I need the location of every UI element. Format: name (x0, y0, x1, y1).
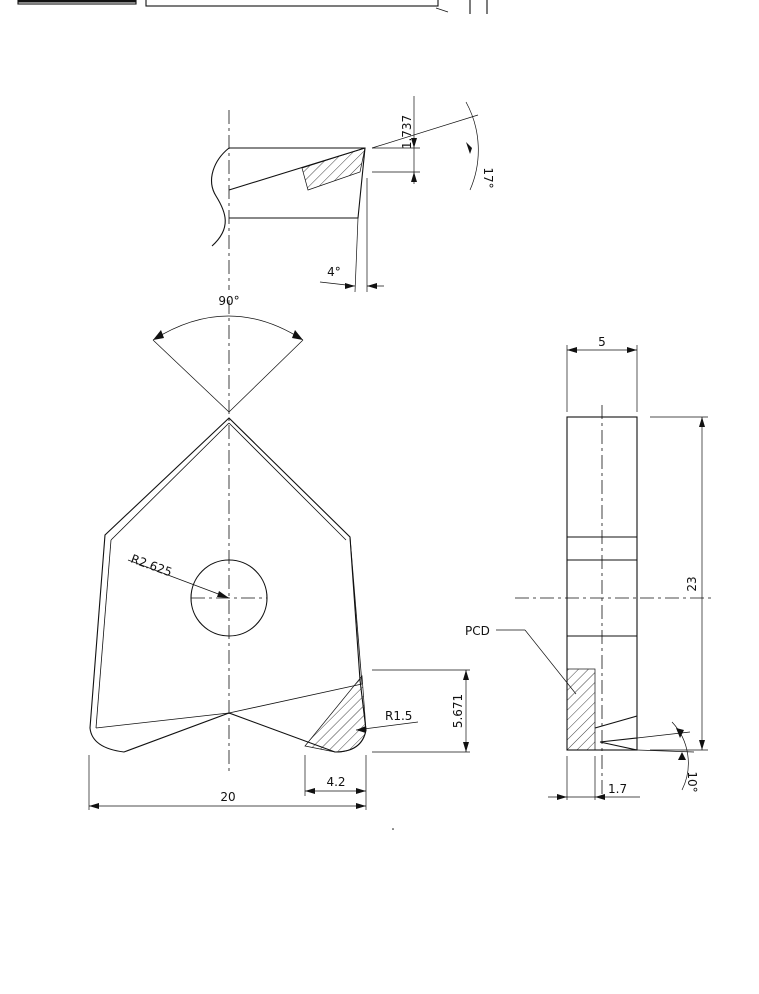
radius-label-corner: R1.5 (385, 709, 412, 723)
dim-arrow (217, 591, 229, 598)
top-view-pcd-hatch (301, 147, 366, 191)
dim-label-side-length: 23 (685, 576, 699, 591)
title-block (17, 0, 488, 14)
dim-arrow (463, 670, 469, 680)
dim-arrow (699, 417, 705, 427)
dim-arrow (356, 788, 366, 794)
dim-label-front-offset: 4.2 (326, 775, 345, 789)
dim-arrow (676, 728, 684, 738)
dim-arrow (411, 172, 417, 182)
chamfer-edge (228, 422, 347, 541)
dim-arrow (153, 330, 164, 340)
side-view-rake-edge (599, 741, 638, 751)
angle-ref-line (354, 217, 359, 293)
dim-arrow (356, 803, 366, 809)
side-view-outline (566, 416, 638, 751)
dim-arrow (305, 788, 315, 794)
cutting-edge (228, 683, 363, 714)
dim-label-side-tip: 1.7 (608, 782, 627, 796)
angle-label-point: 90° (218, 294, 239, 308)
radius-leader (127, 559, 230, 599)
side-view-pcd-hatch (566, 668, 596, 751)
dim-arrow (292, 330, 303, 340)
radius-label-hole: R2.625 (129, 552, 174, 580)
dim-arrow (89, 803, 99, 809)
dim-arrow (466, 142, 472, 154)
cutting-edge (95, 712, 230, 729)
dim-label-front-height: 5.671 (451, 694, 465, 728)
dim-arrow (595, 794, 605, 800)
dim-arrow (699, 740, 705, 750)
label-pcd: PCD (465, 624, 490, 638)
chamfer-edge (95, 539, 112, 729)
angle-arc (152, 315, 304, 341)
chamfer-edge (110, 422, 230, 541)
dim-arrow (678, 752, 686, 760)
top-view: 1.737 17° 4° (211, 96, 495, 293)
angle-ref-line (371, 114, 479, 149)
dim-arrow (463, 742, 469, 752)
title-block-cell (17, 0, 137, 5)
dim-arrow (345, 283, 355, 289)
dim-label-top-thickness: 1.737 (400, 115, 414, 149)
radius-leader (355, 721, 419, 731)
dim-arrow (356, 726, 366, 733)
title-block-mark (435, 7, 449, 13)
dim-arrow (557, 794, 567, 800)
angle-label-rake: 17° (481, 167, 495, 188)
dim-label-side-thickness: 5 (598, 335, 606, 349)
top-view-outline (229, 147, 366, 219)
front-view: 90° R2.625 R1.5 5.671 4.2 (88, 294, 470, 830)
dim-label-front-width: 20 (220, 790, 235, 804)
dim-arrow (367, 283, 377, 289)
side-edge (349, 536, 363, 685)
angle-label-clearance: 4° (327, 265, 341, 279)
angle-arc (465, 101, 479, 191)
top-view-break-line (211, 147, 230, 247)
pcd-leader (524, 629, 577, 695)
angle-ref-line (636, 749, 695, 753)
front-view-outline (89, 417, 367, 753)
side-view: PCD 5 23 1.7 10° (465, 335, 712, 800)
angle-ref-line (152, 339, 230, 413)
front-view-pcd-hatch (304, 675, 367, 753)
dim-arrow (567, 347, 577, 353)
side-view-rake-edge (594, 715, 638, 729)
angle-ref-line (228, 339, 304, 413)
title-block-cell (145, 0, 439, 7)
dim-arrow (411, 138, 417, 148)
stray-dot (392, 828, 394, 830)
side-view-rake-edge (599, 737, 638, 743)
angle-label-relief: 10° (685, 771, 699, 792)
dim-arrow (627, 347, 637, 353)
